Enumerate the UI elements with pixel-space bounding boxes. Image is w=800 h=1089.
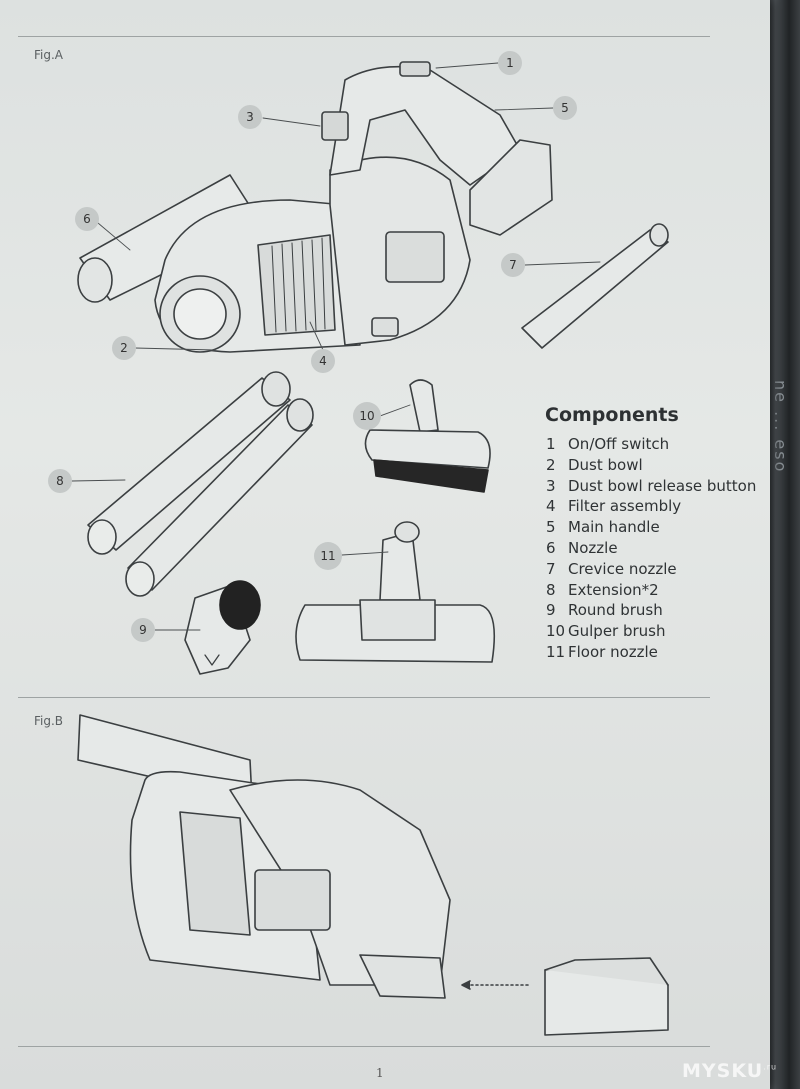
vacuum-battery-illustration <box>77 714 669 1036</box>
callout-1-text: 1 <box>506 56 514 70</box>
component-label: Round brush <box>568 601 663 620</box>
component-number: 9 <box>546 601 556 620</box>
callout-2-text: 2 <box>120 341 128 355</box>
callout-5-text: 5 <box>561 101 569 115</box>
bottom-rule <box>18 1046 710 1047</box>
callout-6-text: 6 <box>83 212 91 226</box>
gulper-brush-illustration <box>364 379 491 493</box>
component-item: 1 On/Off switch <box>546 434 756 455</box>
callout-2 <box>112 336 136 360</box>
callout-7-text: 7 <box>509 258 517 272</box>
component-label: Extension*2 <box>568 580 659 599</box>
callout-3-text: 3 <box>246 110 254 124</box>
watermark-text: MYSKU <box>682 1060 764 1082</box>
callout-10 <box>353 402 381 430</box>
fig-b-label: Fig.B <box>34 714 64 728</box>
component-label: Gulper brush <box>568 622 666 641</box>
component-label: Nozzle <box>568 538 618 557</box>
component-label: Main handle <box>568 518 660 537</box>
callout-9-text: 9 <box>139 623 147 637</box>
extension-tubes-illustration <box>87 371 314 597</box>
component-item: 5 Main handle <box>546 517 756 538</box>
callout-4-text: 4 <box>319 354 327 368</box>
component-number: 7 <box>546 559 556 578</box>
component-label: Dust bowl <box>568 455 643 474</box>
component-item: 9 Round brush <box>546 600 756 621</box>
callout-10-text: 10 <box>359 409 374 423</box>
component-item: 7 Crevice nozzle <box>546 559 756 580</box>
component-item: 6 Nozzle <box>546 538 756 559</box>
component-number: 8 <box>546 580 556 599</box>
component-number: 2 <box>546 455 556 474</box>
watermark-suffix: .ru <box>763 1062 778 1072</box>
fig-a-label: Fig.A <box>34 48 64 62</box>
component-label: Filter assembly <box>568 497 682 516</box>
component-label: On/Off switch <box>568 435 670 453</box>
callout-leaders <box>71 62 601 631</box>
callout-11-text: 11 <box>320 549 335 563</box>
components-title: Components <box>545 404 679 426</box>
middle-rule <box>18 697 710 698</box>
component-label: Floor nozzle <box>568 642 658 661</box>
component-label: Crevice nozzle <box>568 559 677 578</box>
component-number: 3 <box>546 476 556 495</box>
callout-numbers: 1 2 3 4 5 6 7 8 9 10 11 <box>56 56 569 637</box>
callout-3 <box>238 105 262 129</box>
callout-4 <box>311 349 335 373</box>
component-item: 8 Extension*2 <box>546 580 756 601</box>
manual-illustrations: 1 2 3 4 5 6 7 8 9 10 11 <box>48 51 669 1036</box>
callout-1 <box>498 51 522 75</box>
callout-11 <box>314 542 342 570</box>
component-number: 11 <box>546 642 566 661</box>
component-number: 5 <box>546 518 556 537</box>
component-number: 1 <box>546 435 556 453</box>
components-list: 1 On/Off switch 2 Dust bowl 3 Dust bowl rel… <box>546 434 756 663</box>
component-number: 6 <box>546 538 556 557</box>
callout-8 <box>48 469 72 493</box>
page-number: 1 <box>376 1066 384 1080</box>
crevice-nozzle-illustration <box>521 223 669 349</box>
callout-5 <box>553 96 577 120</box>
component-number: 10 <box>546 622 566 641</box>
round-brush-illustration <box>184 580 261 675</box>
floor-nozzle-illustration <box>295 521 496 663</box>
component-item: 4 Filter assembly <box>546 496 756 517</box>
callout-8-text: 8 <box>56 474 64 488</box>
callout-6 <box>75 207 99 231</box>
filter-pleats <box>271 237 326 333</box>
component-number: 4 <box>546 497 556 516</box>
component-label: Dust bowl release button <box>568 476 757 495</box>
component-item: 2 Dust bowl <box>546 455 756 476</box>
manual-page: Fig.A Fig.B <box>0 0 770 1089</box>
watermark: MYSKU.ru <box>682 1060 777 1082</box>
plastic-wrap-text: ne ... eso <box>771 380 790 474</box>
callout-7 <box>501 253 525 277</box>
component-item: 3 Dust bowl release button <box>546 476 756 497</box>
callout-circles <box>48 51 577 642</box>
callout-9 <box>131 618 155 642</box>
top-rule <box>18 36 710 37</box>
vacuum-main-illustration <box>77 61 553 353</box>
